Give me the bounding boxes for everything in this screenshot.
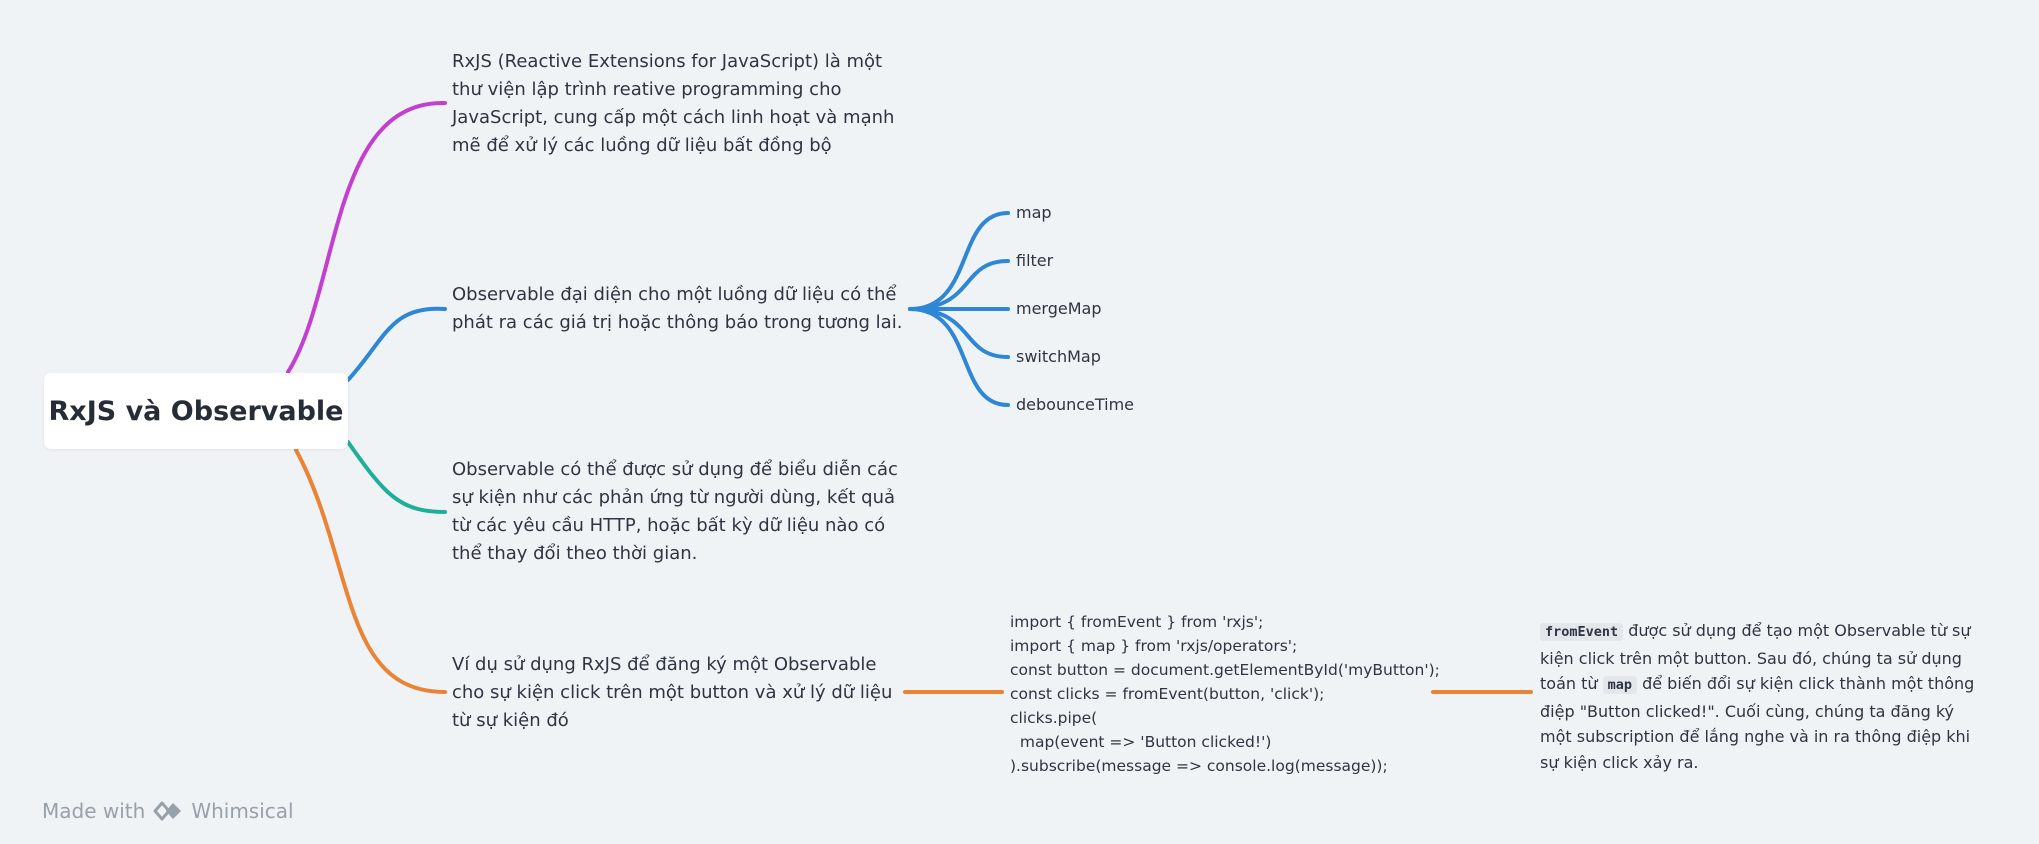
node-observable-definition[interactable]: Observable đại diện cho một luồng dữ liệ… <box>452 281 912 337</box>
code-line: import { map } from 'rxjs/operators'; <box>1010 637 1298 655</box>
connector-intro <box>286 100 447 374</box>
operator-map[interactable]: map <box>1016 203 1052 223</box>
code-line: const button = document.getElementById('… <box>1010 661 1440 679</box>
whimsical-logo-icon <box>153 801 182 821</box>
code-line: clicks.pipe( <box>1010 709 1098 727</box>
code-line: ).subscribe(message => console.log(messa… <box>1010 757 1388 775</box>
node-rxjs-intro[interactable]: RxJS (Reactive Extensions for JavaScript… <box>452 48 912 160</box>
operator-filter[interactable]: filter <box>1016 251 1053 271</box>
explanation-text-part2: để biến đổi sự kiện click thành một thôn… <box>1540 674 1975 772</box>
operator-mergemap[interactable]: mergeMap <box>1016 299 1102 319</box>
inline-code-map: map <box>1602 676 1637 694</box>
root-node[interactable]: RxJS và Observable <box>44 373 348 449</box>
explanation-text-part1: được sử dụng để tạo một Observable từ sự… <box>1540 621 1971 693</box>
made-with-label: Made with <box>42 799 146 823</box>
operator-switchmap[interactable]: switchMap <box>1016 347 1101 367</box>
code-line: import { fromEvent } from 'rxjs'; <box>1010 613 1264 631</box>
code-line: const clicks = fromEvent(button, 'click'… <box>1010 685 1325 703</box>
connector-op-map <box>908 211 1010 311</box>
node-example-text: Ví dụ sử dụng RxJS để đăng ký một Observ… <box>452 654 893 731</box>
operator-label: map <box>1016 203 1052 222</box>
code-example-node[interactable]: import { fromEvent } from 'rxjs'; import… <box>1010 610 1450 778</box>
connector-example <box>294 448 447 694</box>
connector-op-debouncetime <box>908 307 1010 407</box>
explanation-node[interactable]: fromEvent được sử dụng để tạo một Observ… <box>1540 618 1990 775</box>
node-example[interactable]: Ví dụ sử dụng RxJS để đăng ký một Observ… <box>452 651 912 735</box>
whimsical-brand-label: Whimsical <box>191 799 294 823</box>
root-label: RxJS và Observable <box>48 395 344 427</box>
inline-code-fromevent: fromEvent <box>1540 623 1624 641</box>
connector-events <box>346 440 447 514</box>
made-with-whimsical-badge[interactable]: Made with Whimsical <box>42 797 294 825</box>
node-rxjs-intro-text: RxJS (Reactive Extensions for JavaScript… <box>452 51 895 156</box>
operator-debouncetime[interactable]: debounceTime <box>1016 395 1134 415</box>
operator-label: filter <box>1016 251 1054 270</box>
node-observable-uses[interactable]: Observable có thể được sử dụng để biểu d… <box>452 456 912 568</box>
node-observable-definition-text: Observable đại diện cho một luồng dữ liệ… <box>452 284 903 333</box>
operator-label: switchMap <box>1016 347 1101 366</box>
code-line: map(event => 'Button clicked!') <box>1010 733 1272 751</box>
operator-label: mergeMap <box>1016 299 1102 318</box>
node-observable-uses-text: Observable có thể được sử dụng để biểu d… <box>452 459 898 564</box>
operator-label: debounceTime <box>1016 395 1135 414</box>
connector-observable <box>346 306 447 382</box>
